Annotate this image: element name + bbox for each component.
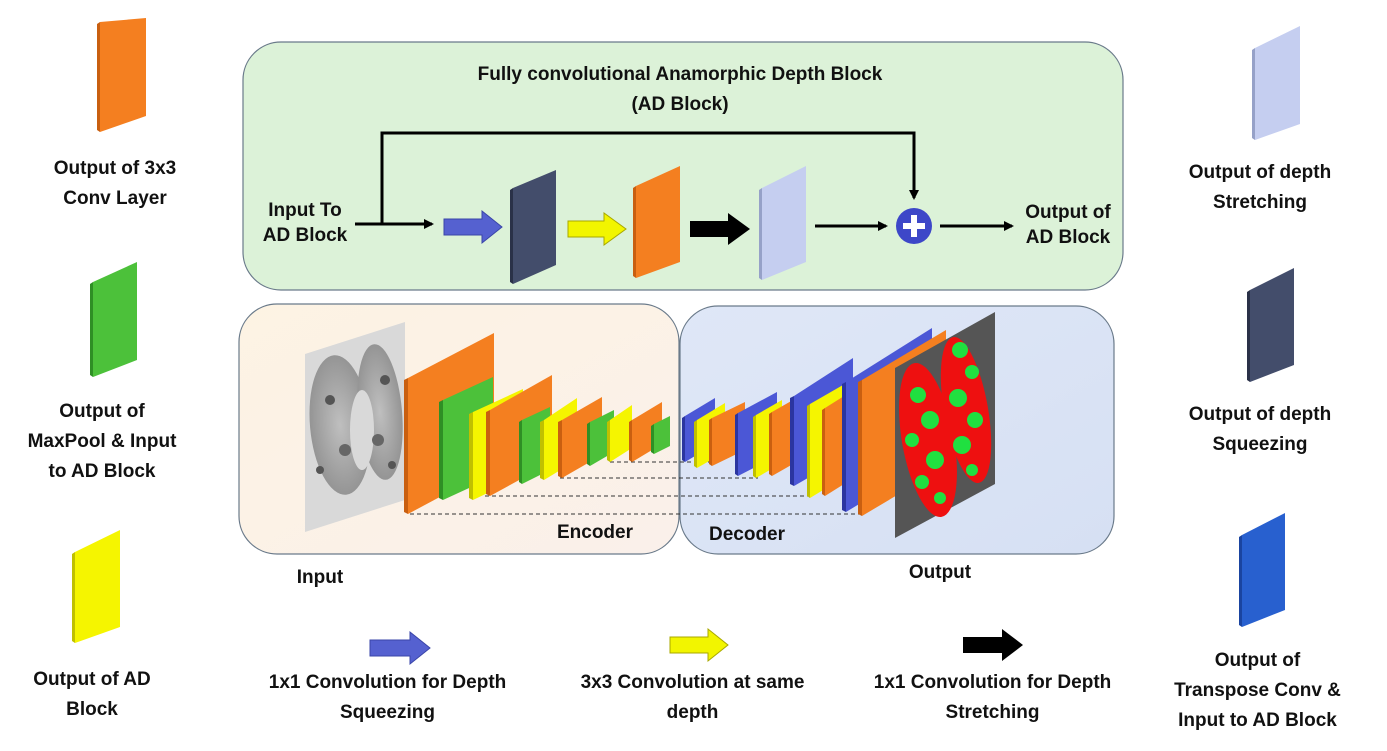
legend-stretch-arrow-icon bbox=[963, 629, 1023, 661]
legend-left-1-label: Output of 3x3 Conv Layer bbox=[53, 158, 177, 209]
decoder-label: Decoder bbox=[708, 524, 786, 545]
legend-bottom-1-label: 1x1 Convolution for Depth Squeezing bbox=[268, 672, 507, 723]
legend-block-ad-output bbox=[72, 530, 120, 643]
legend-block-depth-stretching bbox=[1252, 26, 1300, 140]
legend-block-transpose-conv bbox=[1239, 513, 1285, 627]
ad-block-input-label: Input To AD Block bbox=[262, 200, 348, 246]
encoder-blocks bbox=[404, 333, 670, 514]
stretch-arrow-icon bbox=[690, 213, 750, 245]
legend-bottom-2-label: 3x3 Convolution at same depth bbox=[580, 672, 805, 723]
legend-right-2-label: Output of depth Squeezing bbox=[1188, 404, 1332, 455]
ad-conv-block bbox=[633, 166, 680, 278]
legend-block-conv3x3 bbox=[97, 18, 146, 132]
legend-right-3-label: Output of Transpose Conv & Input to AD B… bbox=[1174, 650, 1341, 731]
legend-block-maxpool bbox=[90, 262, 137, 377]
output-segmentation-image bbox=[895, 312, 995, 538]
squeeze-arrow-icon bbox=[443, 209, 503, 245]
ad-block-output-label: Output of AD Block bbox=[1025, 202, 1111, 248]
encoder-label: Encoder bbox=[556, 522, 634, 543]
legend-squeeze-arrow-icon bbox=[369, 630, 431, 666]
legend-left-3-label: Output of AD Block bbox=[33, 669, 151, 720]
legend-right-1-label: Output of depth Stretching bbox=[1188, 162, 1332, 213]
add-icon bbox=[896, 208, 932, 244]
conv3x3-arrow-icon bbox=[567, 212, 627, 246]
legend-left-2-label: Output of MaxPool & Input to AD Block bbox=[27, 401, 177, 482]
ad-stretched-block bbox=[759, 166, 806, 280]
output-label: Output bbox=[908, 562, 972, 583]
input-ct-image bbox=[305, 322, 405, 532]
input-label: Input bbox=[296, 567, 344, 588]
ad-squeezed-block bbox=[510, 170, 556, 284]
legend-block-depth-squeezing bbox=[1247, 268, 1294, 382]
ad-block-title: Fully convolutional Anamorphic Depth Blo… bbox=[477, 64, 883, 115]
legend-conv3x3-arrow-icon bbox=[669, 627, 729, 663]
legend-bottom-3-label: 1x1 Convolution for Depth Stretching bbox=[873, 672, 1112, 723]
skip-connection-line bbox=[380, 131, 919, 224]
